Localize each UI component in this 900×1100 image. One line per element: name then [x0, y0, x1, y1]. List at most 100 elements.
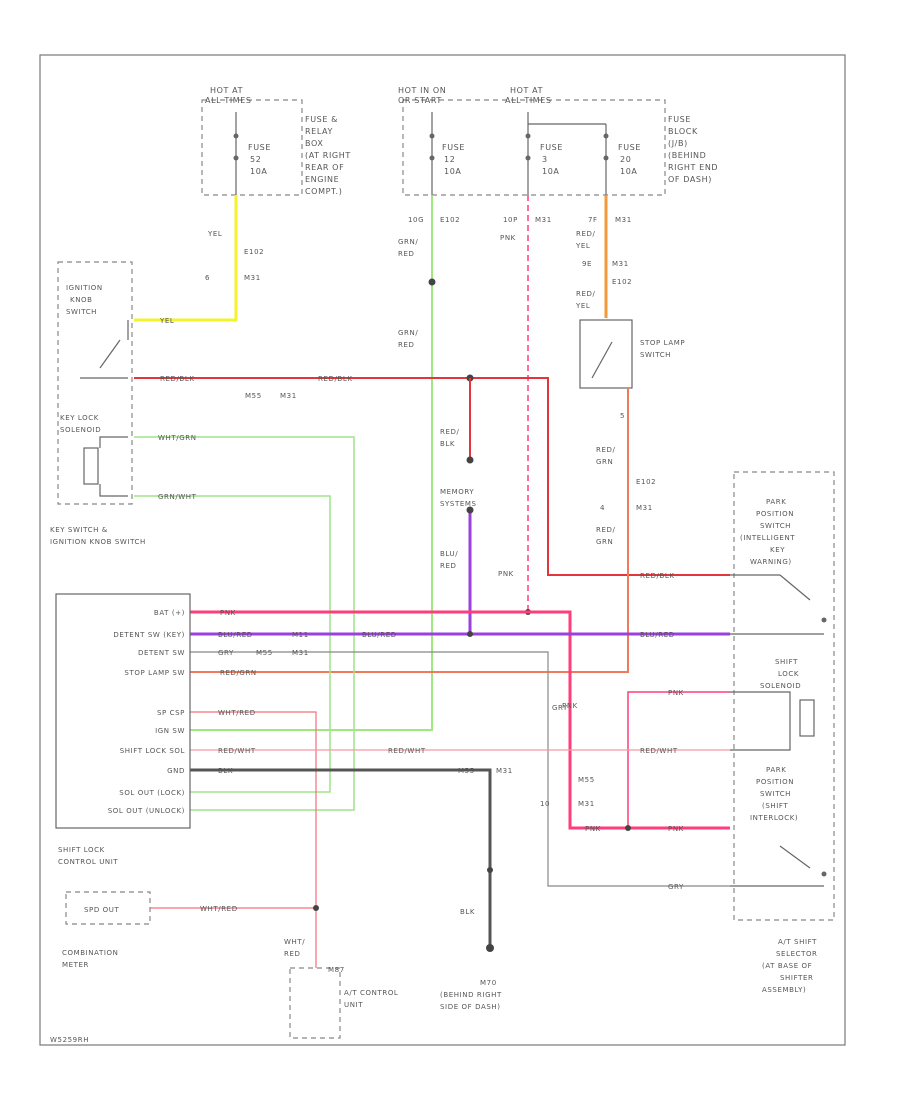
- park-switch2-label-0: PARK: [766, 766, 786, 774]
- ground-point: [486, 944, 494, 952]
- wire-red-grn-v2: GRN: [596, 458, 613, 466]
- wire-yel-label-2: YEL: [159, 317, 174, 325]
- cu-row-7: SHIFT LOCK SOL: [120, 747, 185, 755]
- fuse4-desc-1: BLOCK: [668, 127, 698, 136]
- shift-lock-cu-label-0: SHIFT LOCK: [58, 846, 105, 854]
- wire-red-yel-label: RED/: [576, 230, 595, 238]
- wire-red-wht-label-3: RED/WHT: [640, 747, 678, 755]
- conn-e102-rg: E102: [636, 478, 656, 486]
- splice-grn-red: [428, 278, 436, 286]
- memory-label-0: MEMORY: [440, 488, 474, 496]
- wire-wht-grn-label: WHT/GRN: [158, 434, 197, 442]
- combination-meter-box: [65, 891, 151, 925]
- wire-red-yel-label-2: YEL: [575, 242, 590, 250]
- wire-wht-red-v: WHT/: [284, 938, 305, 946]
- combo-meter-label-1: METER: [62, 961, 89, 969]
- wire-red-blk: [134, 377, 730, 576]
- fuse4-desc-0: FUSE: [668, 115, 691, 124]
- fuse1-desc-0: FUSE &: [305, 115, 338, 124]
- wire-red-grn-v-b: RED/: [596, 526, 615, 534]
- wire-yel-label: YEL: [207, 230, 222, 238]
- cu-row-9: SOL OUT (LOCK): [119, 789, 185, 797]
- fuse1-amp: 10A: [250, 167, 267, 176]
- fuse4-name: FUSE: [618, 143, 641, 152]
- conn-m31-ry: M31: [612, 260, 629, 268]
- wire-grn-red-label-b: GRN/: [398, 329, 418, 337]
- park-switch-label-2: SWITCH: [760, 522, 791, 530]
- wire-blu-red-label-2: BLU/RED: [362, 631, 397, 639]
- pin-p1: 10G: [408, 216, 424, 224]
- fuse1-terminal-bot: [233, 155, 239, 161]
- shift-lock-sol-label-0: SHIFT: [775, 658, 798, 666]
- park-switch-label-1: POSITION: [756, 510, 794, 518]
- fuse1-terminal-top: [233, 133, 239, 139]
- wire-blk-label: BLK: [218, 767, 233, 775]
- key-switch-label-0: KEY SWITCH &: [50, 526, 108, 534]
- park-switch2-label-1: POSITION: [756, 778, 794, 786]
- fuse3-num: 3: [542, 155, 548, 164]
- fuse1-desc-5: ENGINE: [305, 175, 339, 184]
- wire-pnk-sol-label: PNK: [668, 689, 684, 697]
- park-switch2-contact: [779, 845, 811, 869]
- wire-grn-red-label-2: RED: [398, 250, 414, 258]
- wire-gry-label-v: GRY: [552, 704, 568, 712]
- wire-pnk-bat-label: PNK: [220, 609, 236, 617]
- wire-wht-red-v2: RED: [284, 950, 300, 958]
- conn-c-m31-a: M31: [535, 216, 552, 224]
- cu-row-3: STOP LAMP SW: [124, 669, 185, 677]
- wire-red-wht-label-1: RED/WHT: [218, 747, 256, 755]
- fuse1-desc-3: (AT RIGHT: [305, 151, 351, 160]
- key-lock-label-0: KEY LOCK: [60, 414, 99, 422]
- pin-p5: 7F: [588, 216, 598, 224]
- conn-m55-blk: M55: [458, 767, 475, 775]
- wire-grn-wht: [134, 495, 331, 793]
- at-control-label-1: UNIT: [344, 1001, 363, 1009]
- fuse-group-2: HOT IN ON OR START HOT AT ALL TIMES FUSE…: [398, 86, 718, 196]
- wire-grn-wht-label: GRN/WHT: [158, 493, 197, 501]
- combo-meter-label-0: COMBINATION: [62, 949, 118, 957]
- fuse1-hot: HOT AT: [210, 86, 243, 95]
- fuse4-desc-5: OF DASH): [668, 175, 712, 184]
- fuse1-desc-6: COMPT.): [305, 187, 342, 196]
- park-switch-label-5: WARNING): [750, 558, 792, 566]
- conn-e102-yel: E102: [244, 248, 264, 256]
- park-switch-contact: [779, 574, 811, 601]
- conn-m87: M87: [328, 966, 345, 974]
- shift-selector-label-2: (AT BASE OF: [762, 962, 812, 970]
- cu-row-6: IGN SW: [155, 727, 185, 735]
- fuse1-desc-4: REAR OF: [305, 163, 344, 172]
- memory-label-1: SYSTEMS: [440, 500, 477, 508]
- fuse2-name: FUSE: [442, 143, 465, 152]
- wire-red-blk-label-2: RED/BLK: [318, 375, 353, 383]
- wire-wht-red-label-2: WHT/RED: [200, 905, 238, 913]
- wire-grn-red-label: GRN/: [398, 238, 418, 246]
- park-switch2-label-4: INTERLOCK): [750, 814, 798, 822]
- shift-lock-sol-label-1: LOCK: [778, 670, 799, 678]
- wire-blu-red-label-3: BLU/RED: [640, 631, 675, 639]
- fuse1-desc-2: BOX: [305, 139, 323, 148]
- wire-red-blk-v2: BLK: [440, 440, 455, 448]
- fuse1-name: FUSE: [248, 143, 271, 152]
- key-lock-label-1: SOLENOID: [60, 426, 101, 434]
- pin-p8: 4: [600, 504, 605, 512]
- shift-lock-solenoid-coil: [799, 699, 815, 737]
- park-switch-label-0: PARK: [766, 498, 786, 506]
- fuse1-num: 52: [250, 155, 261, 164]
- wire-pnk-label-3: PNK: [585, 825, 601, 833]
- conn-m55-rb: M55: [245, 392, 262, 400]
- cu-row-2: DETENT SW: [138, 649, 185, 657]
- fuse4-num: 20: [620, 155, 631, 164]
- park-switch2-label-3: (SHIFT: [762, 802, 788, 810]
- wire-red-grn-v: RED/: [596, 446, 615, 454]
- diagram-frame: [39, 54, 846, 1046]
- conn-m31-blk: M31: [496, 767, 513, 775]
- wire-gry-label: GRY: [218, 649, 234, 657]
- wire-grn-red: [190, 195, 433, 731]
- fuse4-desc-3: (BEHIND: [668, 151, 706, 160]
- fuse3-hot2: ALL TIMES: [505, 96, 552, 105]
- fuse2-num: 12: [444, 155, 455, 164]
- pin-p3: 10P: [503, 216, 518, 224]
- fuse1-desc-1: RELAY: [305, 127, 333, 136]
- fuse3-name: FUSE: [540, 143, 563, 152]
- wire-red-grn: [190, 388, 629, 673]
